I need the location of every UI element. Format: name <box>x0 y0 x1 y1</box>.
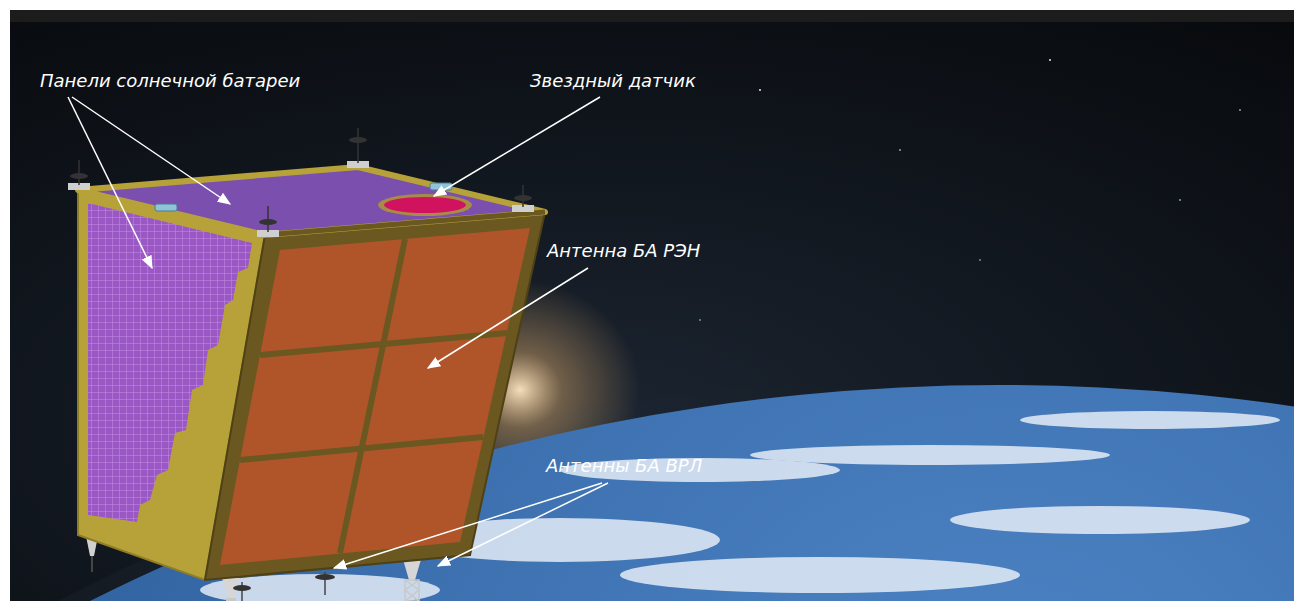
antenna-mast <box>405 580 419 601</box>
antenna-disk <box>349 137 367 143</box>
satellite-body <box>78 167 545 580</box>
cloud <box>750 445 1110 465</box>
sensor-box <box>155 204 177 211</box>
leader-line <box>438 483 608 566</box>
leader-line <box>68 97 152 268</box>
antenna-pin <box>241 582 243 601</box>
star-sensor <box>384 197 466 213</box>
antenna-disk <box>514 195 532 201</box>
antenna-disk <box>233 585 251 591</box>
leader-line <box>72 97 230 204</box>
front-face <box>205 212 545 580</box>
star <box>1049 59 1051 61</box>
top-band <box>10 10 1294 22</box>
part-label: Панели солнечной батареи <box>40 70 300 92</box>
divider <box>240 437 483 460</box>
antenna-pin <box>78 160 80 185</box>
cloud <box>950 506 1250 534</box>
star <box>979 259 980 260</box>
antenna-disk <box>70 173 88 179</box>
part-label: Антенны БА ВРЛ <box>546 455 702 477</box>
divider <box>260 333 507 355</box>
star <box>899 149 901 151</box>
star <box>1179 199 1181 201</box>
top-face <box>78 167 545 235</box>
leader-lines <box>68 97 608 568</box>
top-antennas <box>68 128 534 237</box>
antenna-mast <box>226 598 236 601</box>
antenna-disk <box>259 219 277 225</box>
lattice-brace <box>405 580 419 601</box>
stars <box>699 59 1240 321</box>
leader-line <box>428 268 588 368</box>
part-label: Антенна БА РЭН <box>547 240 700 262</box>
antenna-disk <box>315 574 335 580</box>
antenna-lattice <box>405 580 419 601</box>
star-sensor-rim <box>378 194 472 216</box>
antenna-pin <box>357 128 359 163</box>
part-label: Звездный датчик <box>530 70 696 92</box>
antenna-panel <box>220 228 530 565</box>
leader-line <box>334 483 602 568</box>
leader-line <box>434 97 600 196</box>
front-top-edge <box>265 212 545 235</box>
divider <box>340 239 405 553</box>
cloud <box>1020 411 1280 429</box>
star <box>699 319 700 320</box>
cloud <box>620 557 1020 593</box>
panel-dividers <box>240 239 507 553</box>
star <box>1239 109 1241 111</box>
star <box>759 89 761 91</box>
